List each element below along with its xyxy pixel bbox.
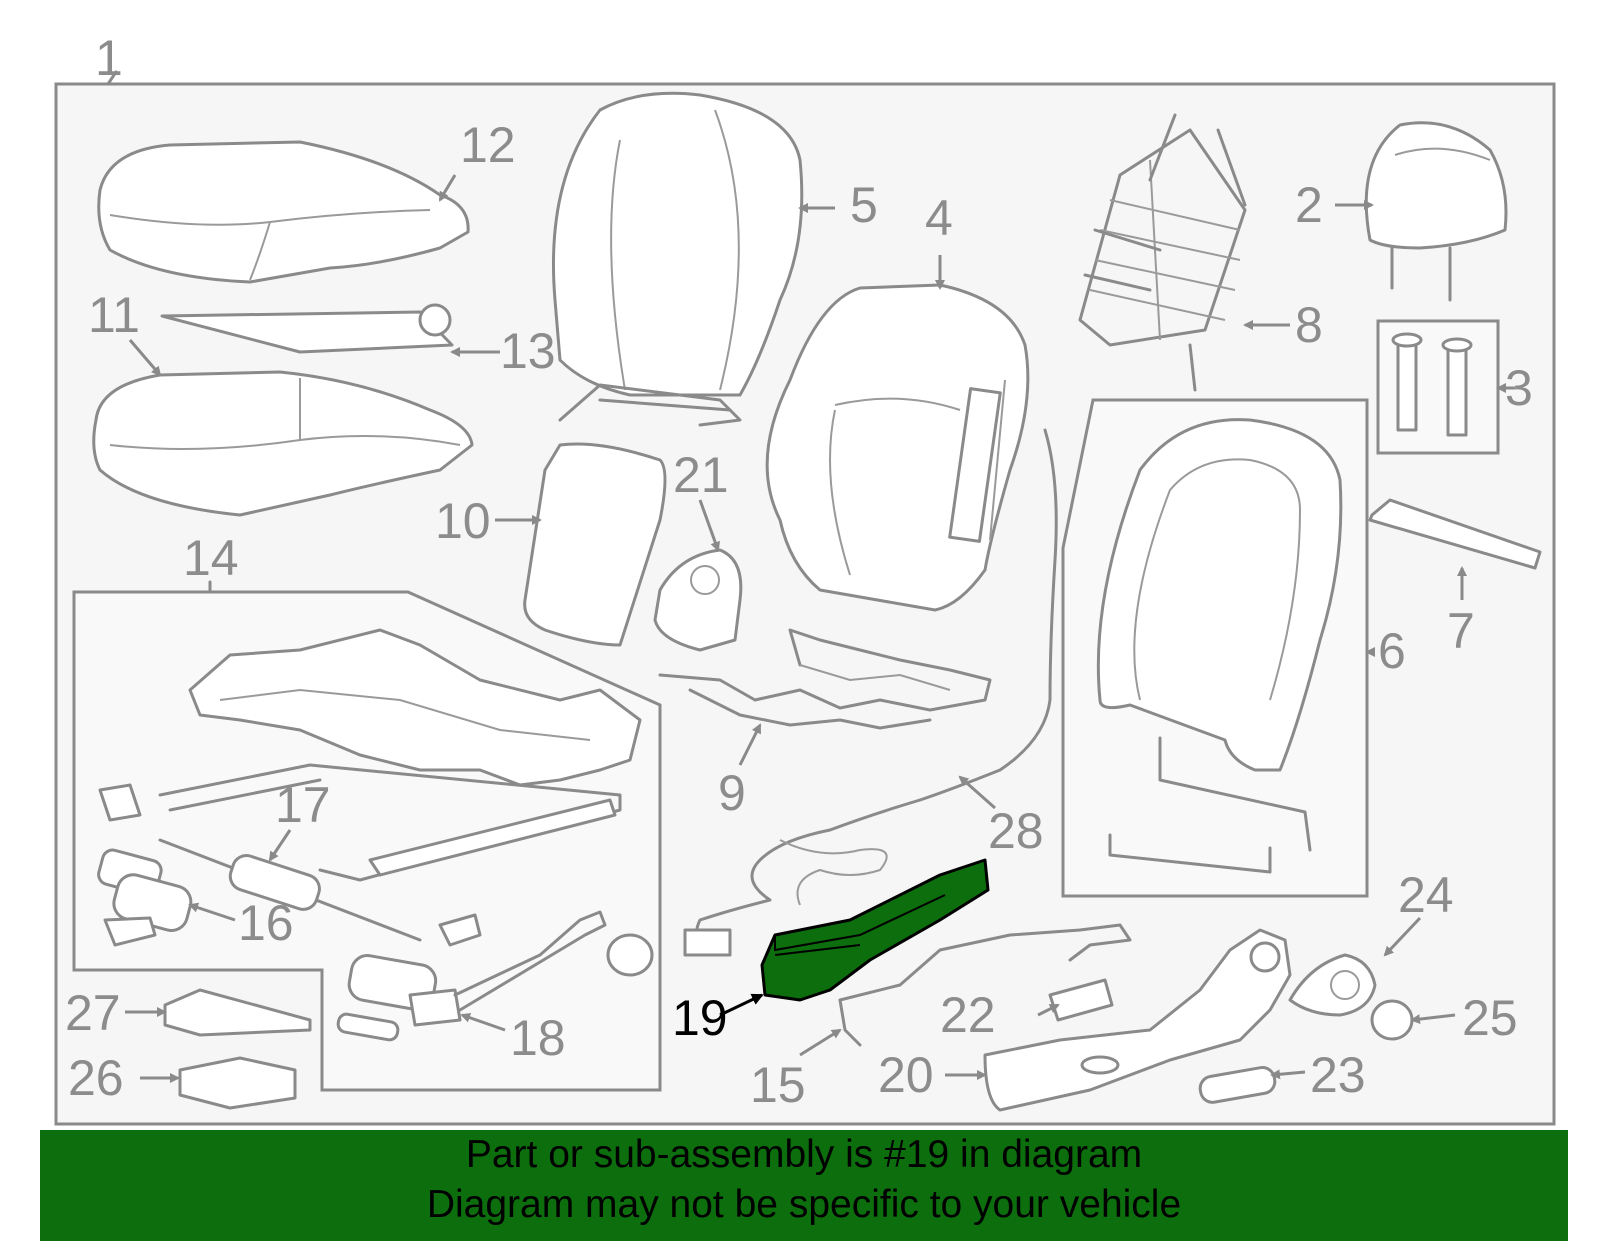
lumbar-support-8 — [1078, 113, 1247, 392]
bracket-27 — [163, 988, 312, 1037]
callout-11: 11 — [88, 287, 140, 343]
callout-8: 8 — [1295, 297, 1323, 353]
callout-5: 5 — [850, 177, 878, 233]
callout-9: 9 — [718, 765, 746, 821]
release-rod-15 — [838, 923, 1132, 1047]
drive-cable-17 — [158, 838, 422, 942]
callout-27: 27 — [65, 985, 121, 1041]
seat-adjuster-14 — [98, 628, 642, 882]
seat-back-panel-10 — [523, 442, 667, 647]
callout-16: 16 — [238, 895, 294, 951]
callout-17: 17 — [275, 777, 331, 833]
seat-back-pad-4 — [765, 283, 1030, 612]
callout-21: 21 — [673, 447, 729, 503]
seat-springs-9 — [658, 628, 992, 730]
banner-line-part: Part or sub-assembly is #19 in diagram — [465, 1133, 1143, 1176]
callout-14: 14 — [183, 530, 239, 586]
callout-6: 6 — [1378, 623, 1406, 679]
banner-line-disclaimer: Diagram may not be specific to your vehi… — [426, 1183, 1182, 1226]
control-module-26 — [178, 1056, 297, 1110]
callout-22: 22 — [940, 987, 996, 1043]
cap-25 — [1370, 999, 1414, 1041]
seat-back-cover-5 — [551, 91, 804, 427]
adjuster-motor-18 — [336, 910, 654, 1042]
callout-4: 4 — [925, 190, 953, 246]
callout-1: 1 — [95, 30, 123, 86]
callout-19-highlighted: 19 — [672, 990, 728, 1046]
callout-15: 15 — [750, 1057, 806, 1113]
callout-18: 18 — [510, 1010, 566, 1066]
adjuster-motor-16 — [97, 848, 193, 947]
callout-24: 24 — [1398, 867, 1454, 923]
callout-26: 26 — [68, 1050, 124, 1106]
callout-7: 7 — [1447, 603, 1475, 659]
seat-cushion-cover-12 — [97, 140, 470, 284]
callout-12: 12 — [460, 117, 516, 173]
seat-side-trim-19-highlighted — [760, 858, 990, 1002]
seat-cushion-pad-11 — [92, 370, 474, 517]
leader-arrows — [125, 174, 1515, 1083]
notice-banner: Part or sub-assembly is #19 in diagram D… — [40, 1130, 1568, 1241]
callout-28: 28 — [988, 803, 1044, 859]
callout-3: 3 — [1505, 360, 1533, 416]
bracket-7 — [1368, 498, 1542, 570]
seat-back-frame-6 — [1096, 418, 1343, 874]
wiring-harness-28 — [683, 428, 1058, 957]
head-restraint-guides-3 — [1391, 332, 1473, 437]
side-shield-20 — [983, 928, 1292, 1112]
callout-25: 25 — [1462, 990, 1518, 1046]
seat-pad-13 — [160, 303, 454, 354]
callout-13: 13 — [500, 323, 556, 379]
head-restraint-2 — [1364, 121, 1508, 302]
lumbar-motor-21 — [653, 548, 743, 652]
callout-20: 20 — [878, 1047, 934, 1103]
callout-23: 23 — [1310, 1047, 1366, 1103]
callout-2: 2 — [1295, 177, 1323, 233]
callout-10: 10 — [435, 493, 491, 549]
knob-24 — [1288, 953, 1377, 1017]
